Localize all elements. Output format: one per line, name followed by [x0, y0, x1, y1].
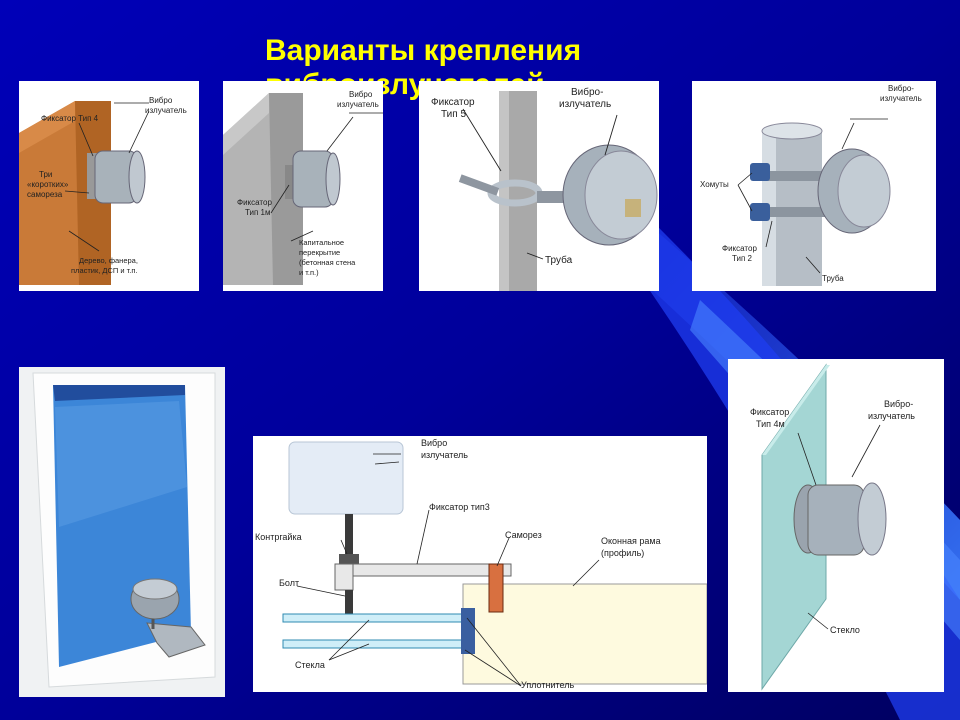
mount-glass-type4m-panel: Фиксатор Тип 4м Вибро- излучатель Стекло: [728, 359, 944, 692]
mount-concrete-panel: Вибро излучатель Фиксатор Тип 1м Капитал…: [223, 81, 383, 291]
p2-wall-label-4: и т.п.): [299, 268, 319, 277]
p7-glass-label: Стекло: [830, 625, 860, 635]
p7-fixer-label-1: Фиксатор: [750, 407, 789, 417]
mount-pipe-clamps-panel: Вибро- излучатель Хомуты Фиксатор Тип 2 …: [692, 81, 936, 291]
p2-vibro-label-1: Вибро: [349, 90, 373, 99]
p4-pipe-label: Труба: [822, 274, 844, 283]
p3-fixer-label-2: Тип 5: [441, 109, 466, 120]
p2-wall-label-3: (бетонная стена: [299, 258, 356, 267]
p3-vibro-label-1: Вибро-: [571, 86, 603, 98]
p6-glass-label: Стекла: [295, 660, 325, 670]
p2-vibro-label-2: излучатель: [337, 100, 379, 109]
p6-fixer-label: Фиксатор тип3: [429, 502, 490, 512]
p1-material-label-1: Дерево, фанера,: [79, 256, 138, 265]
p6-screw-label: Саморез: [505, 530, 542, 540]
window-photo-panel: [19, 367, 225, 697]
p1-material-label-2: пластик, ДСП и т.п.: [71, 266, 138, 275]
p6-locknut-label: Контргайка: [255, 532, 302, 542]
p1-screws-label-2: «коротких»: [27, 180, 69, 189]
p7-vibro-label-1: Вибро-: [884, 399, 913, 409]
p6-frame-label-1: Оконная рама: [601, 536, 661, 546]
p4-fixer-label-1: Фиксатор: [722, 244, 757, 253]
p6-seal-label: Уплотнитель: [521, 680, 574, 690]
mount-type3-diagram-panel: Вибро излучатель Фиксатор тип3 Контргайк…: [253, 436, 707, 692]
p4-fixer-label-2: Тип 2: [732, 254, 753, 263]
p7-vibro-label-2: излучатель: [868, 411, 915, 421]
p1-fixer-label: Фиксатор Тип 4: [41, 114, 99, 123]
p2-fixer-label-2: Тип 1м: [245, 208, 271, 217]
p6-frame-label-2: (профиль): [601, 548, 644, 558]
p2-fixer-label-1: Фиксатор: [237, 198, 272, 207]
p2-wall-label-2: перекрытие: [299, 248, 340, 257]
p6-vibro-label-2: излучатель: [421, 450, 468, 460]
p3-fixer-label-1: Фиксатор: [431, 97, 475, 108]
p3-pipe-label: Труба: [545, 254, 573, 266]
p6-vibro-label-1: Вибро: [421, 438, 447, 448]
p1-vibro-label-1: Вибро: [149, 96, 173, 105]
p4-clamps-label: Хомуты: [700, 180, 729, 189]
p2-wall-label-1: Капитальное: [299, 238, 344, 247]
p3-vibro-label-2: излучатель: [559, 99, 611, 110]
p6-bolt-label: Болт: [279, 578, 299, 588]
p4-vibro-label-2: излучатель: [880, 94, 922, 103]
mount-wood-panel: Вибро излучатель Фиксатор Тип 4 Три «кор…: [19, 81, 199, 291]
p7-fixer-label-2: Тип 4м: [756, 419, 785, 429]
p1-vibro-label-2: излучатель: [145, 106, 187, 115]
p4-vibro-label-1: Вибро-: [888, 84, 914, 93]
mount-pipe-type5-panel: Фиксатор Тип 5 Вибро- излучатель Труба: [419, 81, 659, 291]
p1-screws-label-1: Три: [39, 170, 52, 179]
p1-screws-label-3: самореза: [27, 190, 63, 199]
title-line-1: Варианты крепления: [265, 34, 582, 67]
